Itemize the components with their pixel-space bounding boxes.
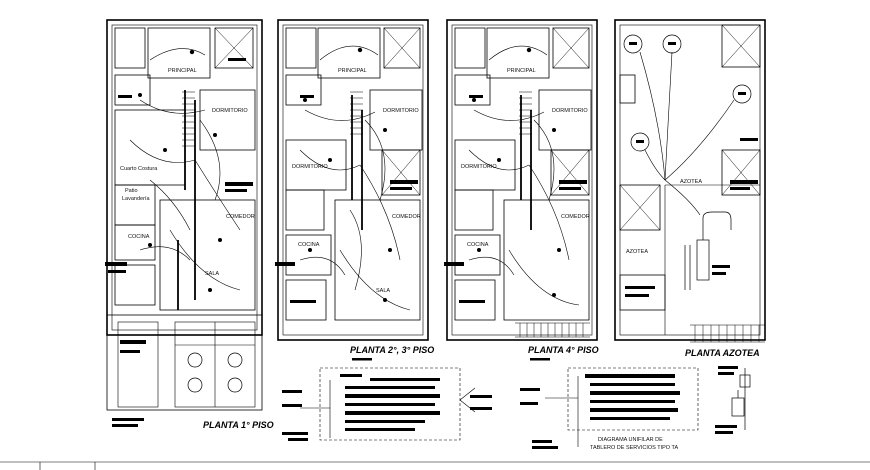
room-label: COCINA xyxy=(298,242,320,248)
room-label: COCINA xyxy=(467,242,489,248)
plan-title: PLANTA 2°, 3° PISO xyxy=(350,345,434,355)
room-label: PRINCIPAL xyxy=(338,68,367,74)
room-label: Patio xyxy=(125,188,138,194)
plan-floor-4: PRINCIPAL DORMITORIO DORMITORIO COCINA C… xyxy=(444,19,599,361)
room-label: COMEDOR xyxy=(392,214,421,220)
room-label: Lavandería xyxy=(122,196,150,202)
room-label: AZOTEA xyxy=(626,249,648,255)
room-label: PRINCIPAL xyxy=(168,68,197,74)
room-label: SALA xyxy=(376,288,390,294)
room-label: Cuarto Costura xyxy=(120,166,158,172)
plan-floor-1: PRINCIPAL DORMITORIO Cuarto Costura Pati… xyxy=(105,19,274,430)
room-label: COMEDOR xyxy=(226,214,255,220)
room-label: DORMITORIO xyxy=(292,164,328,170)
room-label: PRINCIPAL xyxy=(507,68,536,74)
room-label: AZOTEA xyxy=(680,179,702,185)
room-label: DORMITORIO xyxy=(383,108,419,114)
room-label: DORMITORIO xyxy=(461,164,497,170)
room-label: COMEDOR xyxy=(561,214,590,220)
room-label: SALA xyxy=(205,271,219,277)
meter-detail xyxy=(715,366,751,434)
plan-floor-2-3: PRINCIPAL DORMITORIO DORMITORIO COCINA C… xyxy=(275,19,434,361)
plan-title: PLANTA 4° PISO xyxy=(528,345,599,355)
diagram-caption: TABLERO DE SERVICIOS TIPO TA xyxy=(590,445,678,451)
single-line-diagram-right: DIAGRAMA UNIFILAR DE TABLERO DE SERVICIO… xyxy=(520,367,699,451)
single-line-diagram-left xyxy=(282,367,492,441)
plan-roof: AZOTEA AZOTEA PLANTA AZOTEA xyxy=(614,19,766,358)
diagram-caption: DIAGRAMA UNIFILAR DE xyxy=(598,437,663,443)
room-label: COCINA xyxy=(128,234,150,240)
room-label: DORMITORIO xyxy=(212,108,248,114)
room-label: DORMITORIO xyxy=(552,108,588,114)
plan-title: PLANTA 1° PISO xyxy=(203,420,274,430)
plan-title: PLANTA AZOTEA xyxy=(685,348,760,358)
